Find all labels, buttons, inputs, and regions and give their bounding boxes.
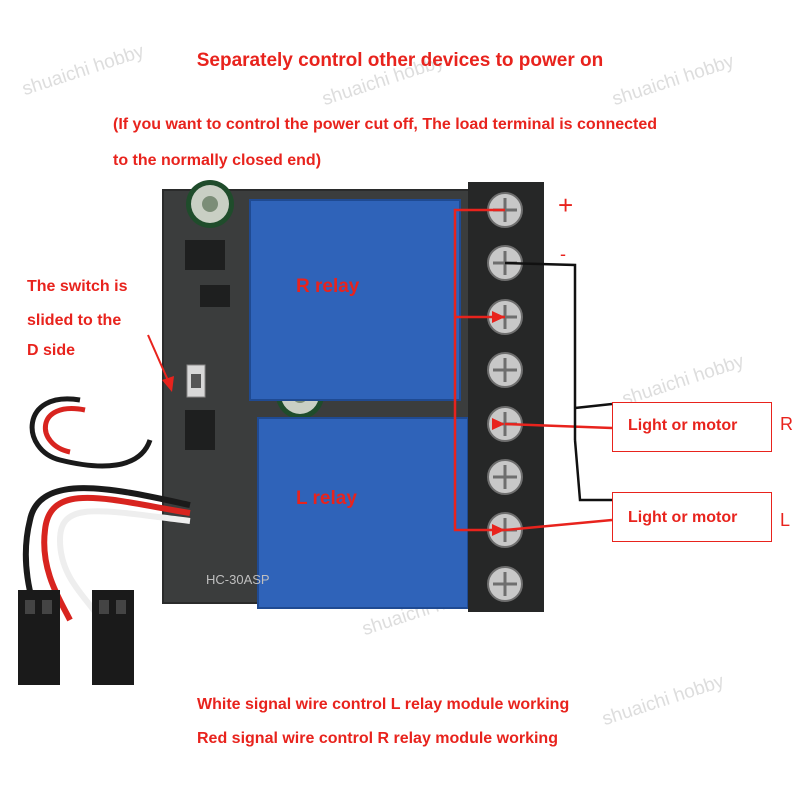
switch-note-line: slided to the bbox=[27, 312, 122, 329]
r-relay bbox=[249, 199, 461, 401]
bottom-note-line: White signal wire control L relay module… bbox=[197, 696, 570, 713]
r-relay-label: R relay bbox=[296, 276, 360, 297]
connector bbox=[92, 590, 134, 685]
board-model-label: HC-30ASP bbox=[206, 572, 270, 587]
load-label-r: Light or motor bbox=[628, 417, 738, 434]
minus-terminal-label: - bbox=[560, 244, 566, 264]
load-box-l bbox=[612, 492, 772, 542]
note-line-1: (If you want to control the power cut of… bbox=[113, 116, 658, 133]
load-side-r: R bbox=[780, 414, 793, 434]
l-relay bbox=[257, 417, 469, 609]
switch-note-line: The switch is bbox=[27, 278, 128, 295]
l-relay-label: L relay bbox=[296, 488, 357, 509]
plus-terminal-label: + bbox=[558, 190, 574, 220]
load-box-r bbox=[612, 402, 772, 452]
note-line-2: to the normally closed end) bbox=[113, 152, 322, 169]
connector bbox=[18, 590, 60, 685]
switch-note-line: D side bbox=[27, 342, 76, 359]
load-side-l: L bbox=[780, 510, 791, 530]
page-title: Separately control other devices to powe… bbox=[196, 50, 604, 71]
bottom-note-line: Red signal wire control R relay module w… bbox=[197, 730, 558, 747]
load-label-l: Light or motor bbox=[628, 509, 738, 526]
